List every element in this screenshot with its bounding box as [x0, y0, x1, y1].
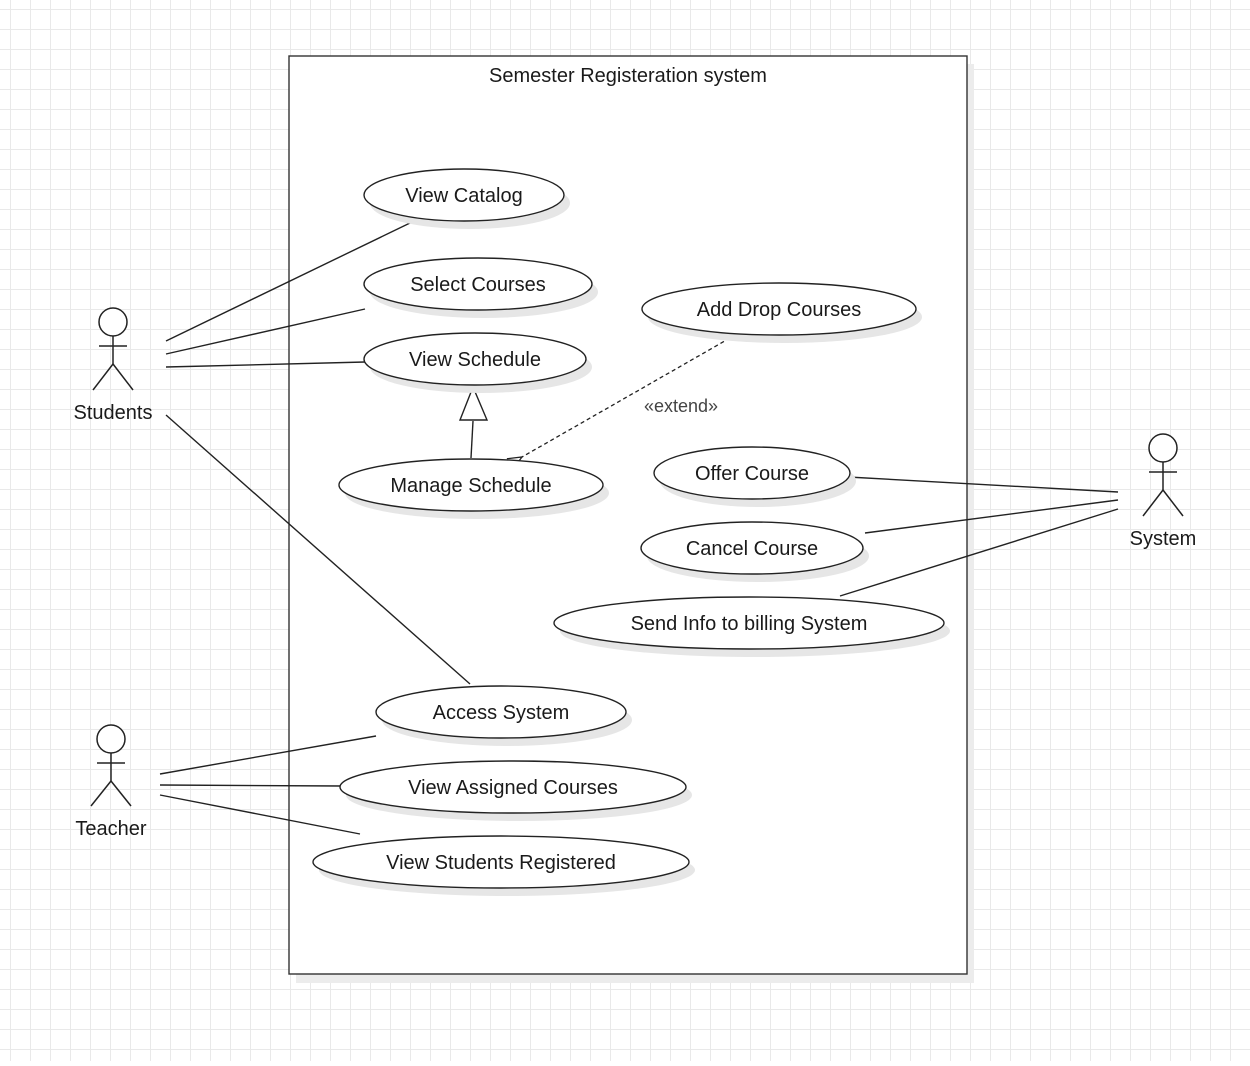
- use-case-add-drop-courses[interactable]: Add Drop Courses: [641, 282, 922, 343]
- generalization-arrowhead: [458, 385, 489, 421]
- use-case-label: View Schedule: [409, 349, 541, 371]
- stick-figure-icon: [92, 307, 134, 391]
- assoc-teacher-view-students-registered: [159, 794, 361, 835]
- use-case-manage-schedule[interactable]: Manage Schedule: [338, 458, 609, 519]
- use-case-label: Access System: [433, 702, 570, 724]
- actor-students[interactable]: Students: [74, 307, 153, 424]
- association-lines: [159, 222, 1119, 835]
- use-case-send-info-billing[interactable]: Send Info to billing System: [553, 596, 950, 657]
- actor-label: Students: [74, 402, 153, 424]
- stick-figure-icon: [1142, 433, 1184, 517]
- extend-stereotype-label: «extend»: [644, 396, 718, 416]
- use-case-view-catalog[interactable]: View Catalog: [363, 168, 570, 229]
- extend-relationship: «extend»: [522, 337, 731, 457]
- assoc-students-select-courses: [165, 308, 366, 355]
- use-case-view-schedule[interactable]: View Schedule: [363, 332, 592, 393]
- use-case-view-assigned-courses[interactable]: View Assigned Courses: [339, 760, 692, 821]
- assoc-system-cancel-course: [864, 499, 1119, 534]
- use-case-cancel-course[interactable]: Cancel Course: [640, 521, 869, 582]
- actor-label: System: [1130, 528, 1197, 550]
- use-case-label: View Students Registered: [386, 852, 616, 874]
- assoc-system-offer-course: [847, 476, 1119, 493]
- actor-label: Teacher: [75, 818, 146, 840]
- assoc-system-send-info-billing: [839, 508, 1119, 597]
- use-case-label: Send Info to billing System: [631, 613, 868, 635]
- use-case-label: View Assigned Courses: [408, 777, 618, 799]
- use-case-label: Offer Course: [695, 463, 809, 485]
- use-case-label: Manage Schedule: [390, 475, 551, 497]
- use-case-view-students-registered[interactable]: View Students Registered: [312, 835, 695, 896]
- actor-system[interactable]: System: [1130, 433, 1197, 550]
- use-case-label: Cancel Course: [686, 538, 818, 560]
- use-case-select-courses[interactable]: Select Courses: [363, 257, 598, 318]
- boundary-title: Semester Registeration system: [489, 65, 767, 87]
- generalization-manage-to-view-schedule: [458, 385, 489, 459]
- assoc-students-view-catalog: [165, 222, 411, 342]
- use-case-label: View Catalog: [405, 185, 522, 207]
- assoc-students-access-system: [165, 414, 471, 685]
- use-case-access-system[interactable]: Access System: [375, 685, 632, 746]
- stick-figure-icon: [90, 724, 132, 807]
- actor-teacher[interactable]: Teacher: [75, 724, 147, 840]
- use-case-label: Select Courses: [410, 274, 546, 296]
- use-case-label: Add Drop Courses: [697, 299, 862, 321]
- assoc-teacher-access-system: [159, 735, 377, 775]
- assoc-students-view-schedule: [165, 361, 366, 368]
- assoc-teacher-view-assigned-courses: [159, 784, 343, 787]
- use-case-offer-course[interactable]: Offer Course: [653, 446, 856, 507]
